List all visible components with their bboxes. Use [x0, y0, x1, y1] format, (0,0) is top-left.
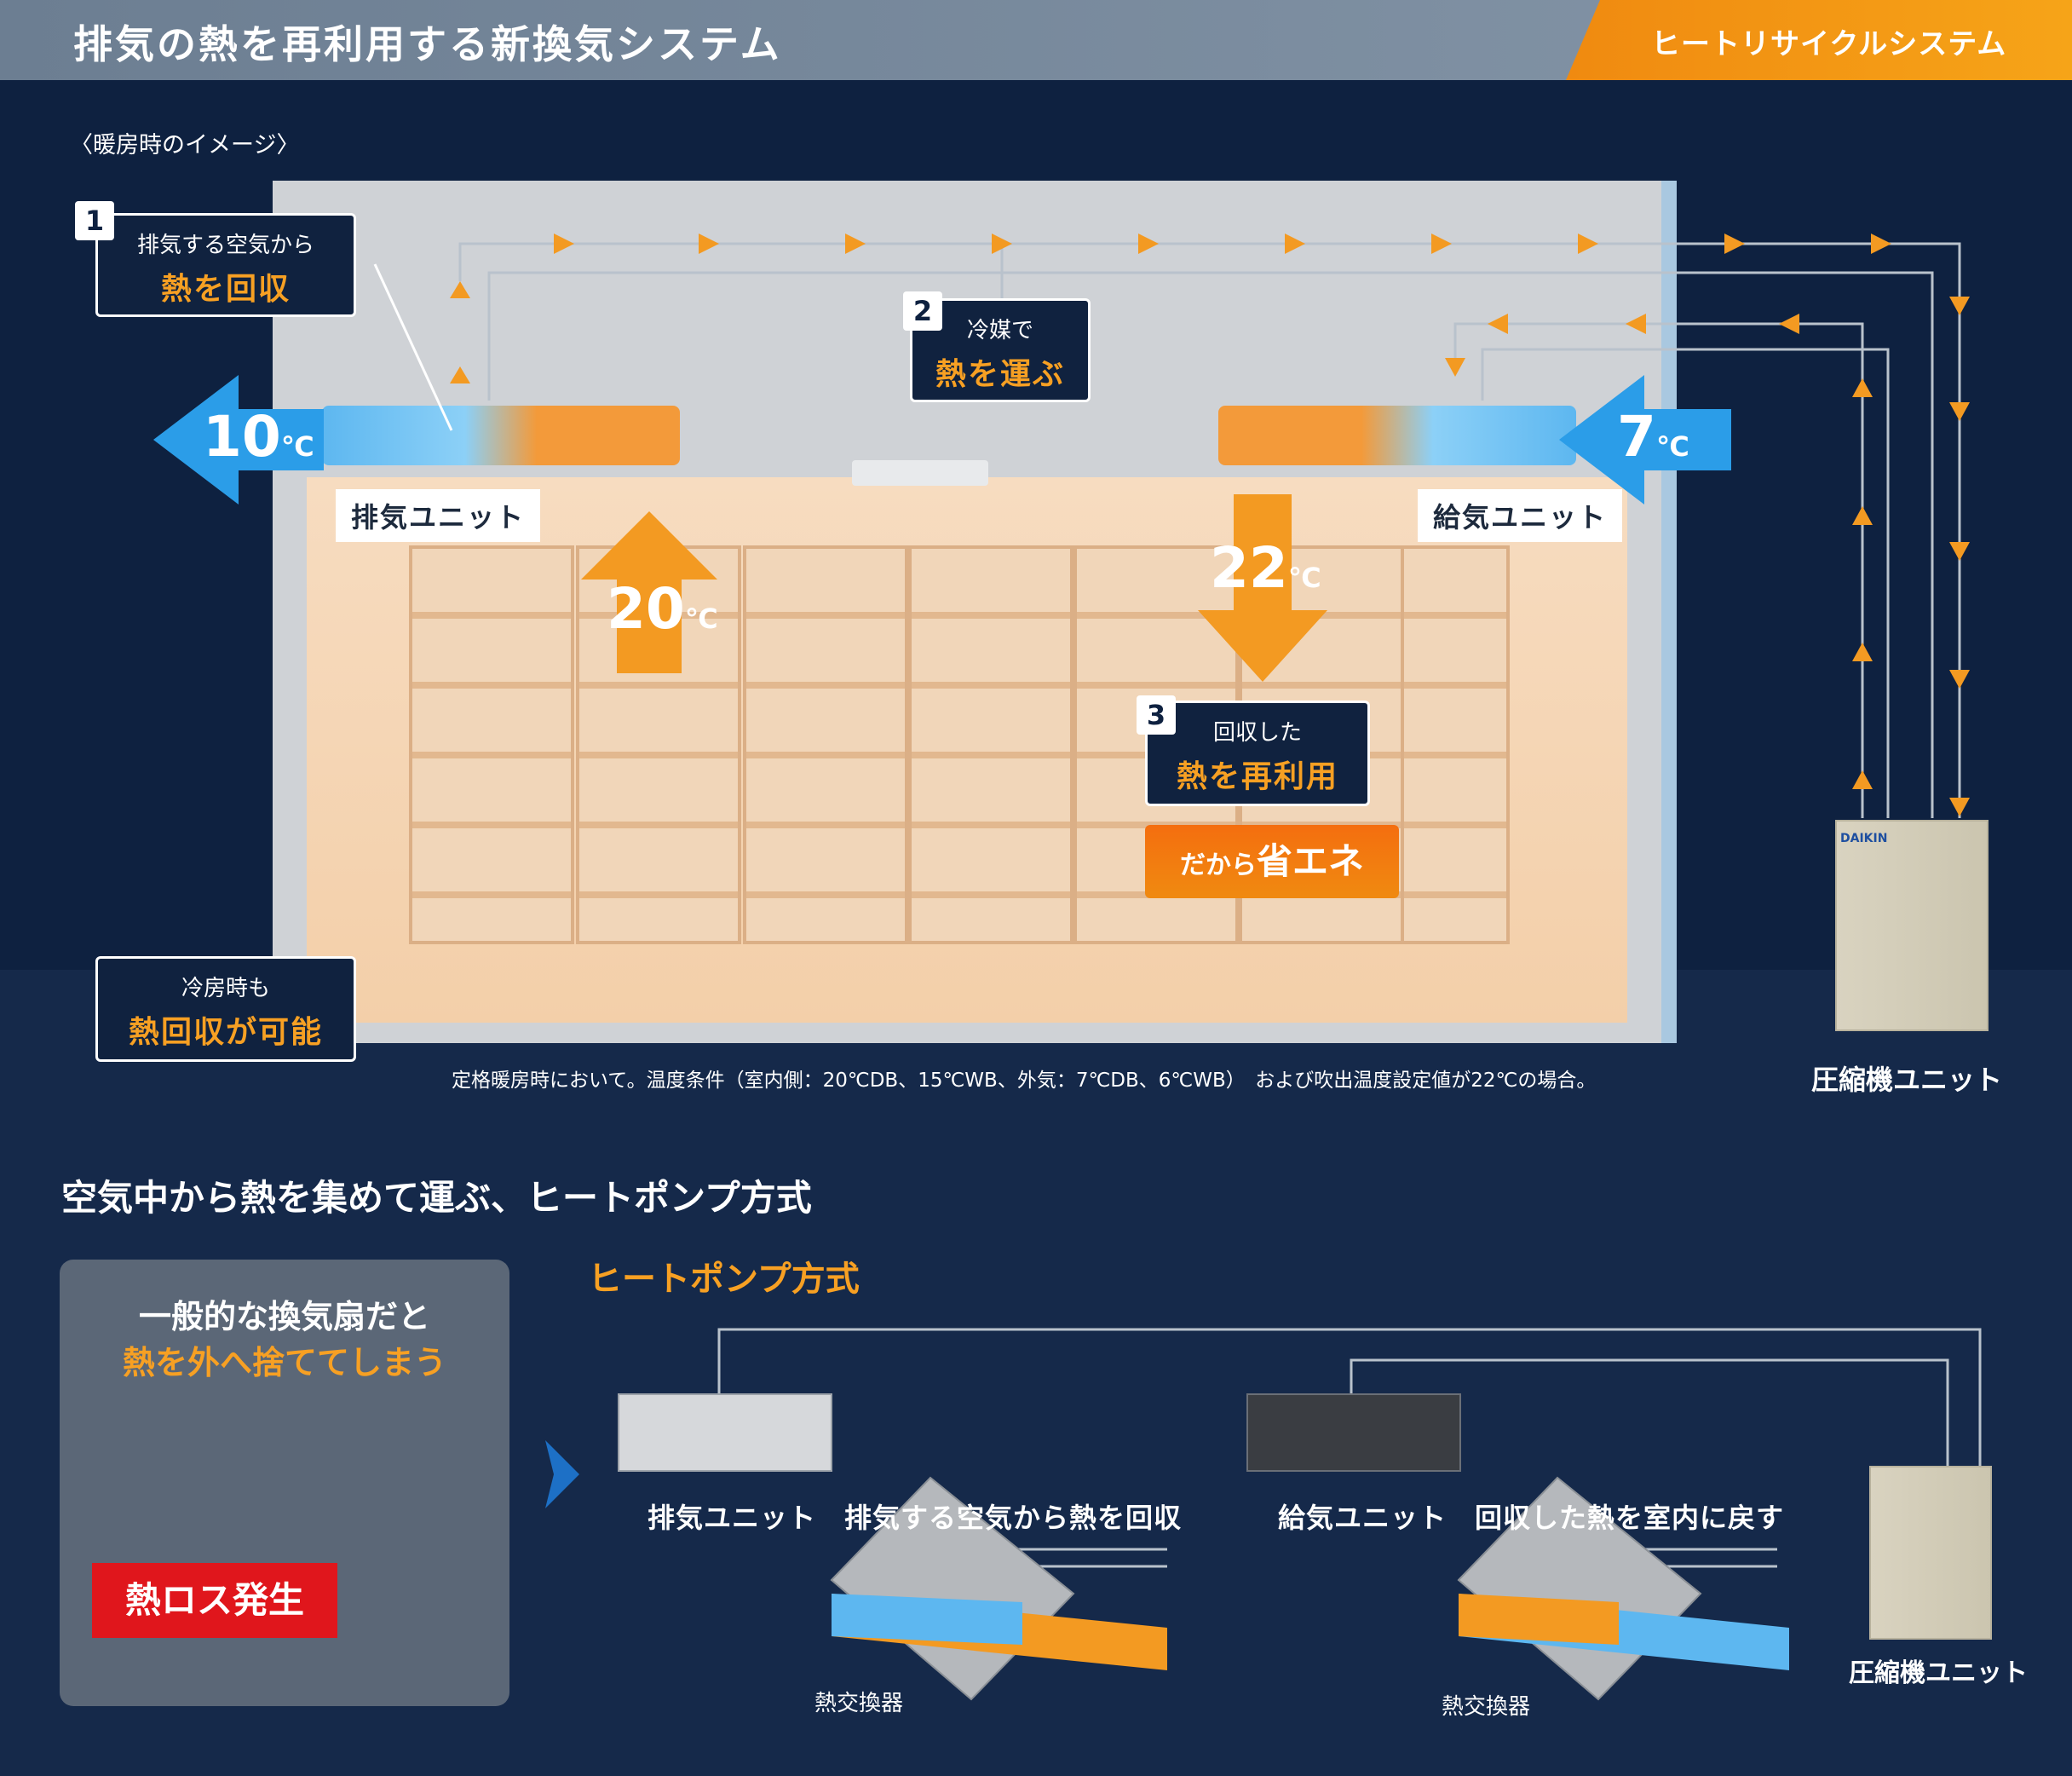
callout-heat-reuse: 回収した 熱を再利用 — [1145, 701, 1370, 806]
exhaust-unit-label: 排気ユニット — [336, 489, 541, 542]
supply-duct — [1218, 406, 1576, 465]
flow-arrow — [1949, 297, 1970, 315]
refrigerant-pipe — [458, 242, 1961, 818]
flow-arrow — [1852, 770, 1873, 789]
display-shelf — [743, 545, 908, 944]
flow-arrow — [450, 366, 470, 383]
refrigerant-pipe — [487, 271, 1934, 818]
compressor-unit-illustration — [1835, 820, 1989, 1031]
callout-large-text: 熱を運ぶ — [935, 357, 1065, 392]
flow-arrow — [450, 281, 470, 298]
scene-subtitle: 〈暖房時のイメージ〉 — [70, 132, 300, 159]
heat-loss-badge: 熱ロス発生 — [92, 1563, 337, 1638]
flow-arrow — [1724, 234, 1745, 254]
return-airflow-band — [1459, 1594, 1619, 1645]
flow-arrow — [1779, 314, 1799, 334]
callout-small-text: 冷房時も — [181, 976, 270, 1001]
exhaust-duct — [322, 406, 680, 465]
compressor-unit-label: 圧縮機ユニット — [1811, 1064, 2003, 1096]
callout-large-text: 熱を再利用 — [1176, 759, 1338, 794]
warm-air-down-arrow — [1198, 494, 1327, 682]
heat-loss-text: 熱ロス発生 — [124, 1579, 304, 1621]
flow-arrow — [1852, 643, 1873, 661]
flow-arrow — [1138, 234, 1159, 254]
energy-badge-prefix: だから — [1179, 851, 1257, 880]
footnote: 定格暖房時において。温度条件（室内側：20℃DB、15℃WB、外気：7℃DB、6… — [452, 1070, 1597, 1092]
callout-large-text: 熱回収が可能 — [128, 1015, 323, 1050]
supply-air-arrow — [1559, 375, 1731, 505]
room-in-temp: 20℃ — [607, 576, 718, 642]
callout-cooling-recovery: 冷房時も 熱回収が可能 — [95, 956, 356, 1062]
flow-arrow — [1445, 358, 1465, 377]
energy-badge-main: 省エネ — [1256, 840, 1364, 882]
callout-leader — [373, 263, 453, 431]
flow-arrow — [1431, 234, 1452, 254]
header-tag-background — [1566, 0, 2072, 80]
panel-subheading: 熱を外へ捨ててしまう — [122, 1344, 446, 1381]
flow-arrow — [1285, 234, 1305, 254]
refrigerant-pipe — [1350, 1358, 1949, 1474]
step-number: 1 — [75, 201, 114, 240]
flow-arrow — [554, 234, 574, 254]
compressor-unit-illustration — [1869, 1466, 1992, 1640]
display-shelf — [908, 545, 1073, 944]
exhaust-unit-caption: 排気ユニット 排気する空気から熱を回収 — [648, 1502, 1183, 1534]
display-shelf — [409, 545, 574, 944]
supply-unit-caption: 給気ユニット 回収した熱を室内に戻す — [1278, 1502, 1785, 1534]
flow-arrow — [699, 234, 719, 254]
outdoor-airflow-band — [832, 1594, 1022, 1645]
flow-arrow — [1871, 234, 1891, 254]
supply-in-temp: 7℃ — [1617, 404, 1689, 470]
refrigerant-pipe — [1453, 322, 1864, 818]
flow-arrows — [450, 234, 1970, 816]
heat-exchanger-label: 熱交換器 — [1442, 1694, 1531, 1720]
callout-small-text: 冷媒で — [966, 318, 1033, 343]
callout-small-text: 回収した — [1212, 720, 1302, 746]
flow-arrow — [1852, 506, 1873, 525]
exhaust-air-arrow — [153, 375, 324, 505]
heat-exchanger-label: 熱交換器 — [814, 1691, 904, 1716]
page-title: 排気の熱を再利用する新換気システム — [73, 21, 782, 67]
refrigerant-pipe — [717, 1328, 1982, 1474]
flow-arrow — [845, 234, 866, 254]
flow-arrow — [1578, 234, 1598, 254]
supply-unit-illustration — [1246, 1393, 1461, 1472]
exhaust-unit-illustration — [618, 1393, 832, 1472]
flow-arrow — [1852, 378, 1873, 397]
compressor-unit-label: 圧縮機ユニット — [1849, 1658, 2028, 1688]
callout-large-text: 熱を回収 — [160, 272, 291, 307]
flow-arrow — [1626, 314, 1646, 334]
warm-air-up-arrow — [581, 511, 717, 673]
flow-arrow — [1949, 402, 1970, 421]
brand-logo: DAIKIN — [1840, 832, 1888, 845]
flow-arrow — [992, 234, 1012, 254]
section-title: 空気中から熱を集めて運ぶ、ヒートポンプ方式 — [61, 1177, 812, 1219]
header-tag: ヒートリサイクルシステム — [1651, 27, 2007, 61]
ceiling-cassette — [852, 460, 988, 486]
flow-arrow — [1949, 542, 1970, 561]
callout-small-text: 排気する空気から — [136, 233, 314, 258]
supply-unit-label: 給気ユニット — [1418, 489, 1623, 542]
panel-heading: 一般的な換気扇だと — [138, 1298, 430, 1335]
flow-arrow — [1949, 798, 1970, 816]
flow-arrow — [1488, 314, 1508, 334]
supply-out-temp: 22℃ — [1210, 535, 1321, 601]
exhaust-out-temp: 10℃ — [203, 404, 314, 470]
display-shelf — [1401, 545, 1510, 944]
energy-saving-badge: だから省エネ — [1145, 825, 1399, 898]
heat-pump-title: ヒートポンプ方式 — [588, 1260, 860, 1299]
step-number: 2 — [903, 291, 942, 331]
callout-heat-recovery: 排気する空気から 熱を回収 — [95, 213, 356, 317]
flow-arrow — [1949, 670, 1970, 689]
display-shelf — [576, 545, 741, 944]
refrigerant-pipe — [1481, 348, 1890, 818]
step-number: 3 — [1137, 695, 1176, 735]
